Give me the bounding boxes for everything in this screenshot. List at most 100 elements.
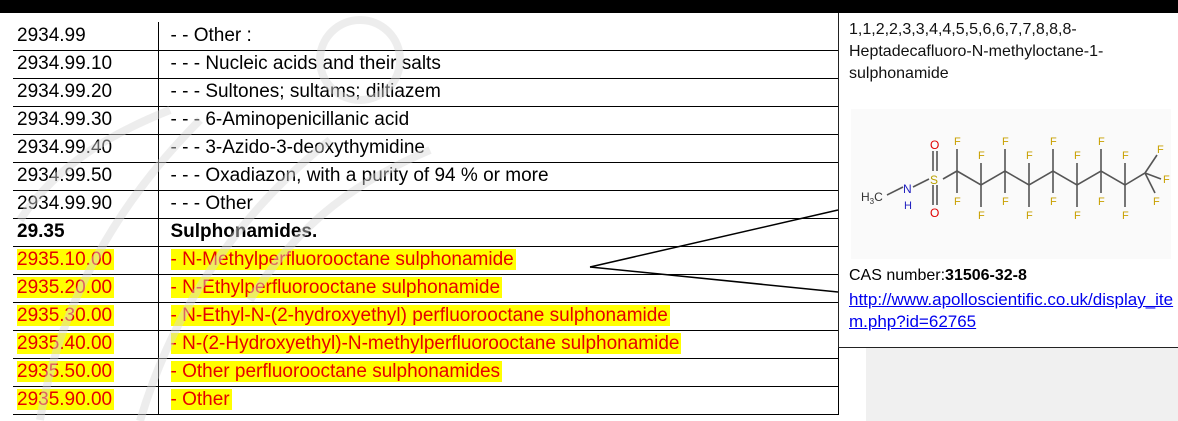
hs-code: 2935.50.00 [17,361,115,382]
hs-code: 2934.99.40 [17,137,113,158]
description: - N-Methylperfluorooctane sulphonamide [170,249,516,270]
fluorine-label: F [1002,196,1009,208]
hs-code: 2935.20.00 [17,277,115,298]
description-cell: - - Other : [157,22,839,51]
description-cell: - - - 3-Azido-3-deoxythymidine [157,133,839,163]
hs-code-cell: 2934.99.30 [13,105,159,135]
fluorine-label: F [1074,150,1081,162]
table-row: 29.35 Sulphonamides. [13,217,839,247]
fluorine-label: F [1157,144,1164,156]
fluorine-label: F [1050,136,1057,148]
cas-label: CAS number: [849,267,946,284]
description: Sulphonamides. [170,221,318,242]
fluorine-label: F [1074,210,1081,222]
table-row: 2934.99.50 - - - Oxadiazon, with a purity… [13,161,839,191]
hs-code: 2934.99 [17,24,86,46]
fluorine-label: F [1163,174,1170,186]
background-panel [866,348,1178,421]
hs-code: 2934.99.90 [17,193,113,214]
hs-code-cell: 2934.99.10 [13,49,159,79]
chemical-info-callout: 1,1,2,2,3,3,4,4,5,5,6,6,7,7,8,8,8-Heptad… [838,13,1178,348]
hs-code-cell: 2934.99 [13,22,159,51]
hs-code: 2934.99.30 [17,109,113,130]
description: - - - 3-Azido-3-deoxythymidine [170,137,425,158]
description: - - - Nucleic acids and their salts [170,53,441,74]
fluorine-label: F [978,210,985,222]
table-row: 2934.99 - - Other : [13,22,839,51]
description-cell: - Other perfluorooctane sulphonamides [157,357,839,387]
hs-code: 2934.99.20 [17,81,113,102]
table-row: 2934.99.30 - - - 6-Aminopenicillanic acid [13,105,839,135]
hs-code-cell: 2934.99.90 [13,189,159,219]
description-cell: - - - 6-Aminopenicillanic acid [157,105,839,135]
description-cell: - N-Ethylperfluorooctane sulphonamide [157,273,839,303]
hs-code: 2934.99.50 [17,165,113,186]
supplier-link[interactable]: http://www.apolloscientific.co.uk/displa… [849,290,1174,331]
table-row: 2935.90.00 - Other [13,385,839,415]
sulfur-label: S [930,173,938,187]
nitrogen-label: N [903,182,912,196]
description: - N-(2-Hydroxyethyl)-N-methylperfluorooc… [170,333,682,354]
description-cell: - N-(2-Hydroxyethyl)-N-methylperfluorooc… [157,329,839,359]
oxygen-top-label: O [930,138,939,152]
hs-code: 2935.10.00 [17,249,115,270]
table-row: 2935.40.00 - N-(2-Hydroxyethyl)-N-methylp… [13,329,839,359]
fluorine-label: F [978,150,985,162]
fluorine-label: F [954,136,961,148]
fluorine-label: F [1122,210,1129,222]
description: - N-Ethylperfluorooctane sulphonamide [170,277,503,298]
table-row: 2934.99.20 - - - Sultones; sultams; dilti… [13,77,839,107]
table-row: 2934.99.40 - - - 3-Azido-3-deoxythymidine [13,133,839,163]
cas-number: CAS number:31506-32-8 [849,265,1027,287]
hs-code-cell: 2934.99.20 [13,77,159,107]
tariff-table: 2934.99 - - Other : 2934.99.10 - - - Nuclei… [13,22,839,415]
description-cell: - N-Ethyl-N-(2-hydroxyethyl) perfluorooc… [157,301,839,331]
description: - Other perfluorooctane sulphonamides [170,361,503,382]
hs-code-cell: 2935.90.00 [13,385,159,415]
description: - Other [170,389,232,410]
description: - - - Sultones; sultams; diltiazem [170,81,441,102]
fluorine-label: F [1122,150,1129,162]
fluorine-label: F [1098,136,1105,148]
methyl-label: H3C [861,190,883,206]
hs-code: 2934.99.10 [17,53,113,74]
table-row: 2934.99.10 - - - Nucleic acids and their … [13,49,839,79]
description: - - - Oxadiazon, with a purity of 94 % o… [170,165,549,186]
top-rule [0,0,1178,13]
table-row: 2935.20.00 - N-Ethylperfluorooctane sulph… [13,273,839,303]
hs-code-cell: 2935.20.00 [13,273,159,303]
hs-code-cell: 29.35 [13,217,159,247]
fluorine-label: F [1002,136,1009,148]
fluorine-label: F [1050,196,1057,208]
hs-code-cell: 2935.30.00 [13,301,159,331]
hs-code-cell: 2934.99.40 [13,133,159,163]
description: - - Other : [170,24,252,46]
hs-code: 2935.40.00 [17,333,115,354]
table-row: 2935.50.00 - Other perfluorooctane sulpho… [13,357,839,387]
fluorine-label: F [1026,150,1033,162]
fluorine-label: F [1098,196,1105,208]
table-row: 2935.10.00 - N-Methylperfluorooctane sulp… [13,245,839,275]
description-cell: Sulphonamides. [157,217,839,247]
hs-code: 29.35 [17,221,65,242]
description-cell: - - - Oxadiazon, with a purity of 94 % o… [157,161,839,191]
description-cell: - N-Methylperfluorooctane sulphonamide [157,245,839,275]
table-row: 2935.30.00 - N-Ethyl-N-(2-hydroxyethyl) p… [13,301,839,331]
hs-code-cell: 2934.99.50 [13,161,159,191]
fluorine-label: F [1026,210,1033,222]
hs-code: 2935.90.00 [17,389,115,410]
description: - - - 6-Aminopenicillanic acid [170,109,410,130]
hs-code-cell: 2935.50.00 [13,357,159,387]
fluorine-label: F [1153,196,1160,208]
hs-code-cell: 2935.40.00 [13,329,159,359]
oxygen-bottom-label: O [930,206,939,220]
description-cell: - Other [157,385,839,415]
description: - - - Other [170,193,253,214]
chemical-name: 1,1,2,2,3,3,4,4,5,5,6,6,7,7,8,8,8-Heptad… [849,21,1104,82]
description: - N-Ethyl-N-(2-hydroxyethyl) perfluorooc… [170,305,670,326]
description-cell: - - - Nucleic acids and their salts [157,49,839,79]
description-cell: - - - Sultones; sultams; diltiazem [157,77,839,107]
fluorine-label: F [954,196,961,208]
table-row: 2934.99.90 - - - Other [13,189,839,219]
